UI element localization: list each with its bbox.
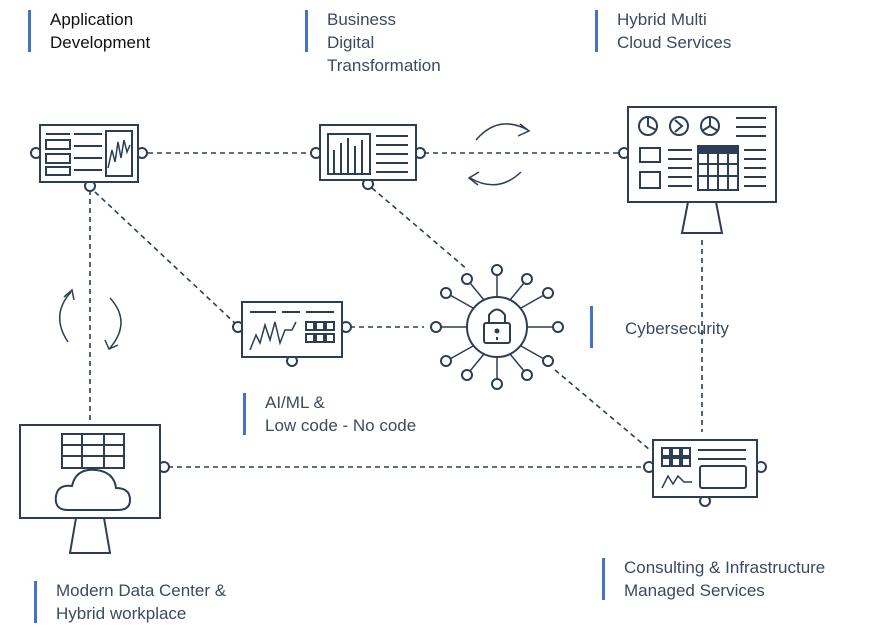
- label-business-digital-transformation: Business Digital Transformation: [305, 8, 485, 80]
- accent-bar: [305, 10, 308, 52]
- label-consulting-infrastructure: Consulting & Infrastructure Managed Serv…: [602, 556, 872, 606]
- label-line: Modern Data Center &: [56, 581, 227, 600]
- managed-services-window-icon: [643, 439, 767, 507]
- label-aiml-lowcode: AI/ML & Low code - No code: [243, 391, 453, 441]
- connector-lines: [89, 152, 703, 468]
- label-line: Development: [50, 33, 151, 52]
- sync-arrows-icon: [467, 123, 531, 186]
- accent-bar: [34, 581, 37, 623]
- label-line: Managed Services: [624, 581, 765, 600]
- dashboard-monitor-icon: [618, 106, 777, 234]
- label-application-development: Application Development: [28, 8, 208, 58]
- bar-chart-window-icon: [310, 124, 426, 190]
- label-line: Consulting & Infrastructure: [624, 558, 826, 577]
- analytics-window-icon: [232, 301, 352, 367]
- label-line: Cybersecurity: [625, 319, 729, 338]
- label-line: Transformation: [327, 56, 441, 75]
- accent-bar: [602, 558, 605, 600]
- accent-bar: [28, 10, 31, 52]
- accent-bar: [595, 10, 598, 52]
- code-window-icon: [30, 124, 148, 192]
- label-modern-data-center: Modern Data Center & Hybrid workplace: [34, 579, 274, 627]
- label-line: AI/ML &: [265, 393, 325, 412]
- label-line: Cloud Services: [617, 33, 732, 52]
- label-line: Hybrid Multi: [617, 10, 707, 29]
- label-line: Digital: [327, 33, 375, 52]
- label-line: Business: [327, 10, 396, 29]
- label-line: Application: [50, 10, 134, 29]
- label-cybersecurity: Cybersecurity: [590, 306, 750, 352]
- label-hybrid-multi-cloud: Hybrid Multi Cloud Services: [595, 8, 795, 58]
- refresh-arrows-icon: [59, 288, 122, 350]
- accent-bar: [590, 306, 593, 348]
- accent-bar: [243, 393, 246, 435]
- label-line: Low code - No code: [265, 416, 417, 435]
- lock-circuit-icon: [430, 264, 564, 390]
- cloud-server-monitor-icon: [19, 424, 170, 554]
- label-line: Hybrid workplace: [56, 604, 187, 623]
